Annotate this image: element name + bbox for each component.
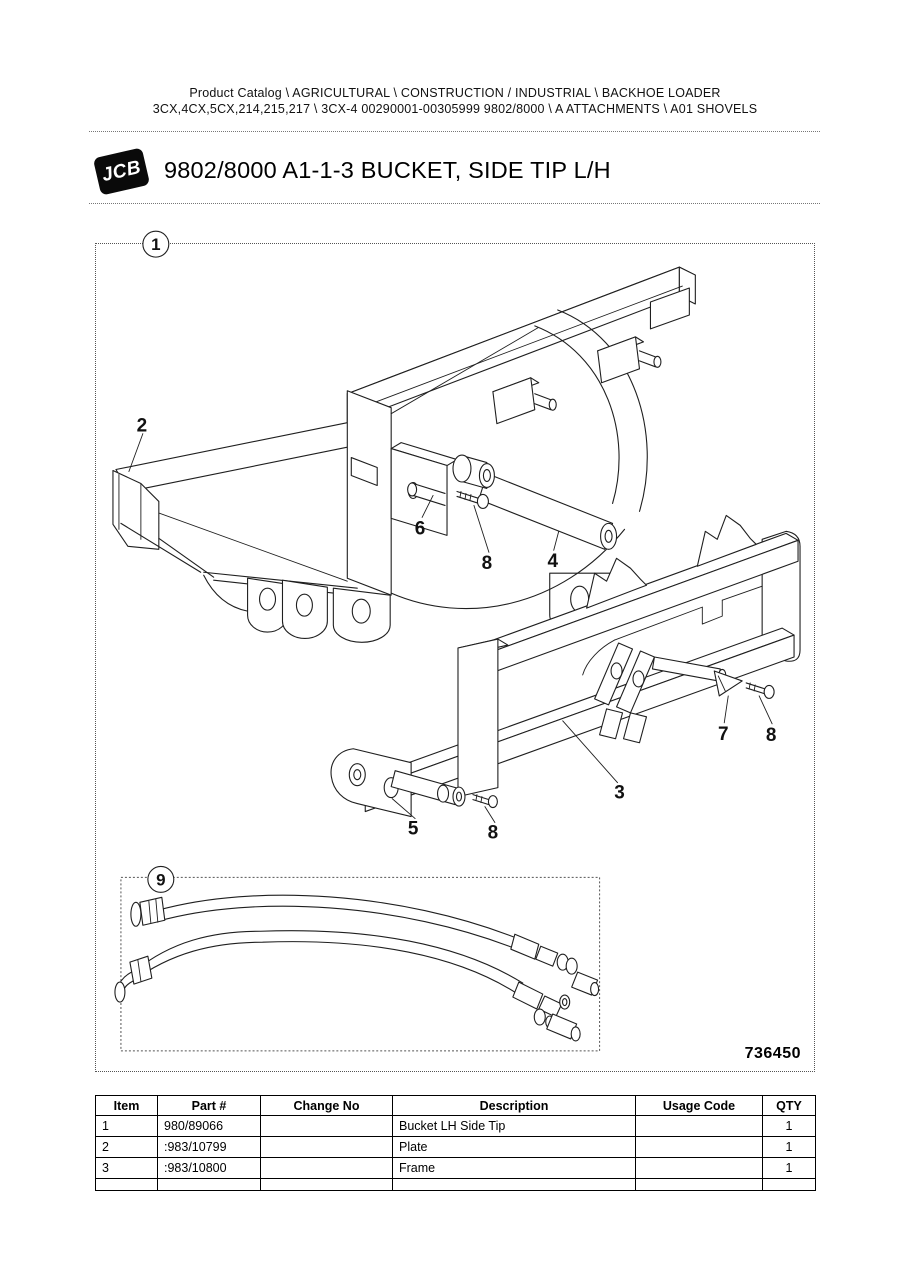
page-title: 9802/8000 A1-1-3 BUCKET, SIDE TIP L/H — [164, 157, 611, 183]
callout-label-6[interactable]: 6 — [415, 518, 426, 539]
divider-top — [89, 131, 820, 132]
cell-part-number[interactable]: 980/89066 — [157, 1115, 261, 1137]
frame-lower-rail — [352, 627, 795, 791]
cell-usage-code — [635, 1157, 763, 1179]
cell-change-no — [260, 1157, 393, 1179]
castellated-lug — [586, 557, 648, 609]
callout-label-4[interactable]: 4 — [547, 551, 558, 572]
callout-label-5[interactable]: 5 — [408, 819, 419, 840]
col-header-description: Description — [392, 1095, 636, 1116]
cell-part-number[interactable]: :983/10800 — [157, 1157, 261, 1179]
box-callout-number[interactable]: 1 — [151, 235, 160, 254]
inset-callout-circle[interactable] — [147, 865, 175, 893]
col-header-part-number: Part # — [157, 1095, 261, 1116]
bushing — [452, 454, 495, 490]
cell-usage-code — [635, 1136, 763, 1158]
parts-table: Item Part # Change No Description Usage … — [95, 1095, 816, 1191]
col-header-change-no: Change No — [260, 1095, 393, 1116]
cell-part-number[interactable]: :983/10799 — [157, 1136, 261, 1158]
callout-leaders — [128, 433, 773, 823]
bolt-8-upper — [456, 490, 489, 509]
cell-qty: 1 — [762, 1157, 816, 1179]
pin-5 — [390, 770, 466, 807]
pivot-pin-4 — [478, 472, 618, 550]
jcb-logo-badge: JCB — [94, 149, 149, 194]
callout-label-3[interactable]: 3 — [614, 783, 625, 804]
frame-upper-rail — [462, 532, 799, 659]
clevis — [330, 748, 412, 818]
cell-change-no — [260, 1115, 393, 1137]
breadcrumb-line-1[interactable]: Product Catalog \ AGRICULTURAL \ CONSTRU… — [189, 86, 721, 100]
pin-6 — [407, 482, 446, 506]
frame-assembly — [330, 514, 801, 818]
table-row[interactable]: 2 :983/10799 Plate 1 — [95, 1136, 816, 1158]
bucket-rail-step — [649, 287, 690, 330]
cell-qty: 1 — [762, 1115, 816, 1137]
hose-assembly — [114, 894, 600, 1042]
cell-description: Plate — [392, 1136, 636, 1158]
cell-description: Bucket LH Side Tip — [392, 1115, 636, 1137]
divider-title — [89, 203, 820, 204]
bolt-8-lower — [472, 794, 498, 809]
bucket-lip-edge — [115, 422, 361, 493]
frame-post — [457, 638, 499, 798]
breadcrumb[interactable]: Product Catalog \ AGRICULTURAL \ CONSTRU… — [95, 85, 815, 117]
shell-bottom-curve — [390, 528, 626, 610]
cell-item: 3 — [95, 1157, 158, 1179]
bolt-8-right — [745, 682, 775, 699]
callout-label-2[interactable]: 2 — [137, 416, 148, 437]
cell-item: 2 — [95, 1136, 158, 1158]
table-row[interactable]: 1 980/89066 Bucket LH Side Tip 1 — [95, 1115, 816, 1137]
shell-outer-curve — [557, 309, 648, 512]
jcb-logo: JCB — [94, 146, 155, 200]
callout-label-7[interactable]: 7 — [718, 724, 729, 745]
box-callout-circle[interactable] — [142, 230, 170, 258]
figure-number: 736450 — [744, 1045, 801, 1062]
col-header-qty: QTY — [762, 1095, 816, 1116]
centre-plate-slot — [350, 457, 378, 487]
bucket-assembly — [112, 266, 696, 643]
callout-label-8a[interactable]: 8 — [482, 553, 493, 574]
hose-inset: 9 — [114, 865, 601, 1052]
col-header-item: Item — [95, 1095, 158, 1116]
shell-inner-curve — [534, 325, 620, 504]
hose-inset-box — [120, 876, 601, 1052]
cell-qty: 1 — [762, 1136, 816, 1158]
jcb-logo-text: JCB — [99, 156, 143, 186]
table-header-row: Item Part # Change No Description Usage … — [95, 1095, 816, 1116]
cell-change-no — [260, 1136, 393, 1158]
centre-plate — [346, 390, 392, 596]
inset-callout-number[interactable]: 9 — [156, 870, 165, 889]
breadcrumb-line-2[interactable]: 3CX,4CX,5CX,214,215,217 \ 3CX-4 00290001… — [152, 102, 758, 116]
col-header-usage-code: Usage Code — [635, 1095, 763, 1116]
callout-label-8b[interactable]: 8 — [766, 725, 777, 746]
parts-diagram: 2 6 8 4 7 8 3 5 8 — [95, 230, 815, 1072]
exploded-view-drawing: 2 6 8 4 7 8 3 5 8 — [112, 230, 801, 1052]
cell-description: Frame — [392, 1157, 636, 1179]
table-row-empty — [95, 1178, 816, 1191]
cell-item: 1 — [95, 1115, 158, 1137]
castellated-lug — [696, 514, 757, 567]
table-row[interactable]: 3 :983/10800 Frame 1 — [95, 1157, 816, 1179]
callout-label-8c[interactable]: 8 — [488, 822, 499, 843]
wedge-7 — [713, 670, 743, 697]
cell-usage-code — [635, 1115, 763, 1137]
